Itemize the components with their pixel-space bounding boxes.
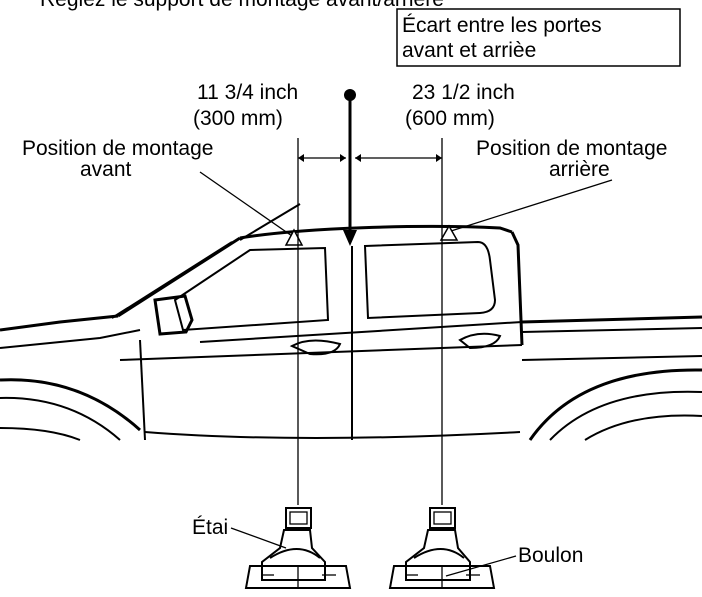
front-position-line2: avant bbox=[80, 158, 132, 181]
front-stay-bracket bbox=[244, 507, 352, 589]
rear-position-line2: arrière bbox=[549, 158, 610, 181]
rear-mount-marker bbox=[439, 224, 459, 241]
front-distance-imperial: 11 3/4 inch bbox=[197, 81, 298, 104]
rear-stay-bracket bbox=[388, 507, 496, 589]
gap-label-box: Écart entre les portes avant et arrièe bbox=[396, 8, 681, 67]
front-position-leader bbox=[199, 171, 293, 237]
gap-label-line1: Écart entre les portes bbox=[402, 14, 602, 37]
rear-distance-imperial: 23 1/2 inch bbox=[412, 81, 515, 104]
front-position-line1: Position de montage bbox=[22, 137, 213, 160]
header-cut-text: Réglez le support de montage avant/arriè… bbox=[40, 0, 444, 11]
rear-distance-metric: (600 mm) bbox=[405, 107, 495, 130]
rear-position-leader bbox=[450, 179, 613, 232]
stay-leader bbox=[230, 527, 287, 549]
front-distance-metric: (300 mm) bbox=[193, 107, 283, 130]
gap-label-line2: avant et arrièe bbox=[402, 39, 536, 62]
rear-position-line1: Position de montage bbox=[476, 137, 667, 160]
dimension-lines bbox=[298, 154, 442, 162]
stay-label: Étai bbox=[192, 516, 228, 539]
door-gap-pointer bbox=[343, 89, 357, 246]
bolt-label: Boulon bbox=[518, 544, 583, 567]
bolt-leader bbox=[445, 555, 517, 577]
